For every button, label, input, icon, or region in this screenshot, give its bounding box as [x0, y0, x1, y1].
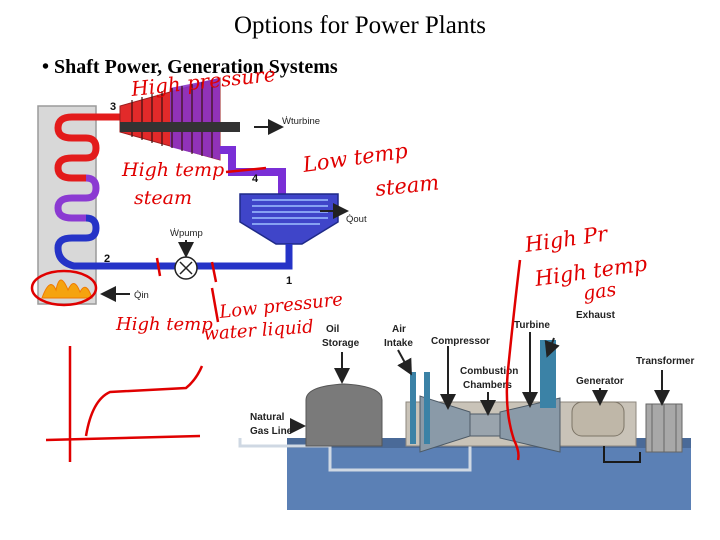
condenser — [239, 193, 339, 245]
q-in-label: Q̇in — [134, 290, 149, 301]
rankine-cycle-diagram: 3 4 2 1 Ẇturbine Q̇out Ẇpump Q̇in — [30, 77, 367, 307]
ink-steam-2: steam — [374, 170, 440, 201]
turbine-label: Turbine — [514, 320, 550, 331]
condenser-coils — [252, 199, 328, 225]
boiler-coil-hot — [54, 113, 112, 182]
ink-gas: gas — [582, 279, 618, 305]
air-label-line-2: Intake — [384, 338, 413, 349]
condensate-pipe — [196, 244, 293, 270]
air-intake-vents — [410, 372, 430, 444]
gas-turbine-plant-diagram: Oil Storage Natural Gas Line Air Intake … — [238, 310, 694, 510]
ink-high-temp-water: High temp — [115, 314, 213, 335]
combustion-label-line-2: Chambers — [463, 380, 512, 391]
turbine-blades — [131, 80, 213, 158]
state-2-label: 2 — [104, 253, 110, 265]
state-3-label: 3 — [110, 101, 116, 113]
ink-high-temp: High temp — [121, 159, 224, 181]
q-out-label: Q̇out — [346, 214, 367, 225]
boiler-coil-cold — [54, 214, 108, 270]
air-intake-arrow — [397, 349, 412, 376]
power-cable — [603, 446, 641, 463]
ink-tick-marks — [155, 257, 220, 323]
turbine-shaft — [120, 122, 240, 132]
compressor-label: Compressor — [431, 336, 490, 347]
transformer-body — [645, 403, 683, 453]
w-turbine-label: Ẇturbine — [282, 116, 320, 127]
ink-high-pr: High Pr — [522, 221, 610, 257]
generator-body — [571, 401, 625, 437]
boiler-coil-mid — [54, 174, 100, 222]
gas-label-line-2: Gas Line — [250, 426, 293, 437]
bullet-item: • Shaft Power, Generation Systems — [42, 56, 338, 79]
combustion-chambers-body — [469, 413, 501, 437]
burner-flame — [41, 279, 93, 299]
flame-ink-circle — [30, 269, 98, 307]
state-1-label: 1 — [286, 275, 292, 287]
air-label-line-1: Air — [392, 324, 406, 335]
ink-sketch-curve — [45, 346, 204, 462]
oil-label-line-1: Oil — [326, 324, 340, 335]
gas-label-line-1: Natural — [250, 412, 285, 423]
ink-pointer-dash — [225, 166, 267, 174]
gas-line-pipe — [238, 436, 472, 472]
transformer-label: Transformer — [636, 356, 694, 367]
bullet-marker: • — [42, 56, 50, 78]
slide-title: Options for Power Plants — [233, 12, 487, 39]
exhaust-stack — [540, 340, 556, 408]
state-4-label: 4 — [252, 173, 259, 185]
w-pump-label: Ẇpump — [170, 228, 203, 239]
ink-arrow-to-turbine — [505, 259, 522, 461]
pump-icon — [179, 261, 193, 275]
ground-block — [287, 448, 691, 510]
ink-steam-1: steam — [134, 187, 192, 209]
combustion-label-line-1: Combustion — [460, 366, 518, 377]
exhaust-arrow — [544, 337, 560, 358]
bullet-text: Shaft Power, Generation Systems — [54, 56, 338, 78]
oil-storage-tank — [305, 383, 383, 447]
oil-label-line-2: Storage — [322, 338, 360, 349]
ink-low-temp: Low temp — [300, 139, 409, 178]
exhaust-label: Exhaust — [576, 310, 616, 321]
generator-label: Generator — [576, 376, 624, 387]
